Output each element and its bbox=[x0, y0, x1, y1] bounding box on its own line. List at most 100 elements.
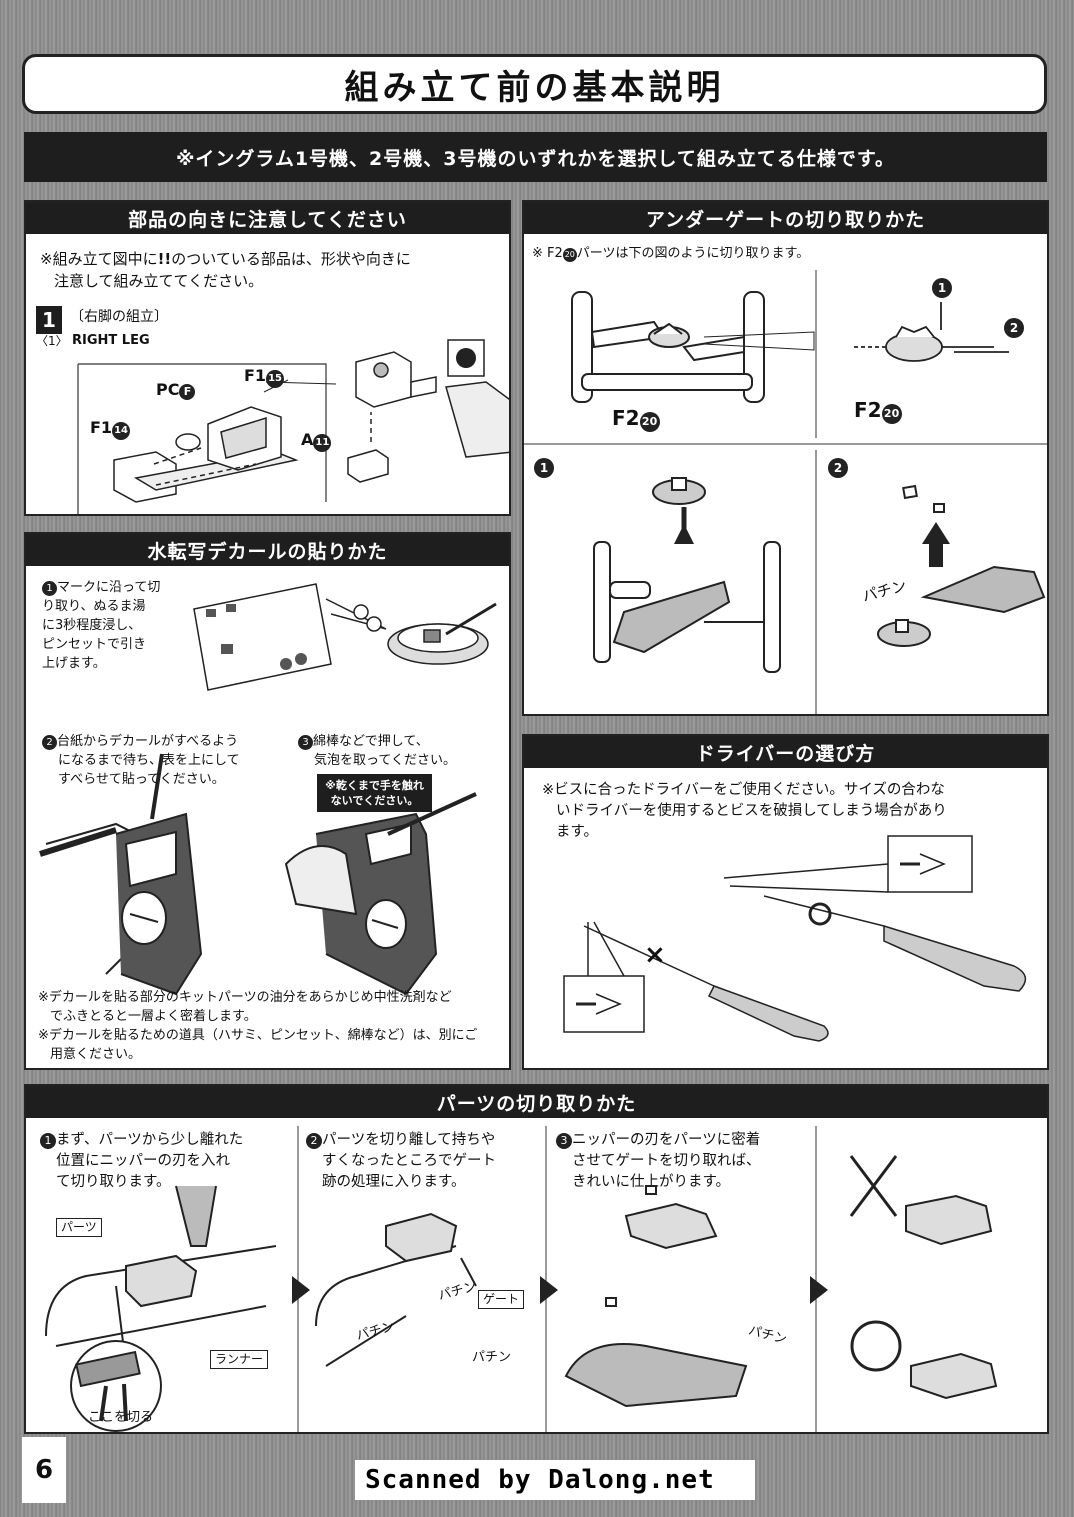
undergate-note-suffix: パーツは下の図のように切り取ります。 bbox=[576, 246, 810, 261]
cutting-step2-line: すくなったところでゲート bbox=[322, 1153, 496, 1169]
a11-mark: 11 bbox=[313, 434, 332, 452]
decal-note2-line: ※デカールを貼るための道具（ハサミ、ピンセット、綿棒など）は、別にご bbox=[38, 1028, 478, 1043]
decal-warning-box: ※乾くまで手を触れ ないでください。 bbox=[317, 774, 432, 812]
cutting-step3-line: させてゲートを切り取れば、 bbox=[572, 1153, 761, 1169]
orientation-panel: 部品の向きに注意してください ※組み立て図中に!!のついている部品は、形状や向き… bbox=[24, 200, 511, 516]
cutting-step2-num: 2 bbox=[306, 1133, 322, 1149]
right-leg-diagram bbox=[77, 339, 509, 514]
cutting-step3-num: 3 bbox=[556, 1133, 572, 1149]
undergate-step-2: 2 bbox=[828, 458, 848, 478]
scan-credit: Scanned by Dalong.net bbox=[365, 1465, 715, 1495]
decal-step3-line: 気泡を取ってください。 bbox=[314, 753, 456, 768]
f114-mark: 14 bbox=[112, 422, 131, 440]
step-sub-number: 〈1〉 bbox=[36, 334, 68, 348]
decal-step2-line: すべらせて貼ってください。 bbox=[58, 772, 225, 787]
decal-step1-line: り取り、ぬるま湯 bbox=[42, 599, 146, 614]
undergate-diagram bbox=[524, 270, 1047, 714]
step-title: 〔右脚の組立〕 bbox=[70, 309, 168, 325]
step-subtitle: RIGHT LEG bbox=[72, 333, 150, 348]
decal-step1-line: に3秒程度浸し、 bbox=[42, 618, 142, 633]
driver-header: ドライバーの選び方 bbox=[524, 736, 1047, 768]
cutting-step2-line: パーツを切り離して持ちや bbox=[322, 1132, 496, 1148]
cutting-step3-line: きれいに仕上がります。 bbox=[572, 1174, 731, 1190]
decal-step1-num: 1 bbox=[42, 581, 57, 596]
credit-background bbox=[355, 1460, 755, 1500]
undergate-callout-2: 2 bbox=[1004, 318, 1024, 338]
next-arrow-icon bbox=[810, 1276, 828, 1304]
decal-step1-line: ピンセットで引き bbox=[42, 637, 147, 652]
driver-note-line: いドライバーを使用するとビスを破損してしまう場合があり bbox=[556, 803, 947, 819]
caution-mark-icon: !! bbox=[157, 250, 172, 268]
label-parts: パーツ bbox=[56, 1218, 102, 1237]
decal-warning-line: ないでください。 bbox=[330, 794, 419, 807]
undergate-callout-1: 1 bbox=[932, 278, 952, 298]
decal-step3-num: 3 bbox=[298, 735, 313, 750]
undergate-note-prefix: ※ F2 bbox=[532, 246, 563, 261]
next-arrow-icon bbox=[292, 1276, 310, 1304]
driver-note-line: ※ビスに合ったドライバーをご使用ください。サイズの合わな bbox=[542, 782, 945, 798]
decal-warning-line: ※乾くまで手を触れ bbox=[325, 779, 424, 792]
decal-diagram bbox=[39, 583, 497, 996]
next-arrow-icon bbox=[540, 1276, 558, 1304]
decal-note1-line: でふきとると一層よく密着します。 bbox=[50, 1009, 257, 1024]
page-number: 6 bbox=[22, 1437, 66, 1503]
cutting-step2-line: 跡の処理に入ります。 bbox=[322, 1174, 466, 1190]
undergate-note-mark: 20 bbox=[562, 248, 577, 262]
decal-sheet-marks bbox=[206, 604, 307, 670]
spec-note-bar: ※イングラム1号機、2号機、3号機のいずれかを選択して組み立てる仕様です。 bbox=[24, 132, 1047, 182]
ng-cross-icon: × bbox=[644, 940, 666, 970]
orientation-note-part1: ※組み立て図中に bbox=[40, 250, 158, 268]
decal-step2-line: 台紙からデカールがすべるよう bbox=[57, 734, 239, 749]
driver-panel: ドライバーの選び方 ※ビスに合ったドライバーをご使用ください。サイズの合わな い… bbox=[522, 734, 1049, 1070]
title-banner: 組み立て前の基本説明 bbox=[22, 54, 1047, 114]
driver-diagram bbox=[563, 835, 1027, 1042]
decal-step2-line: になるまで待ち、表を上にして bbox=[58, 753, 240, 768]
orientation-header: 部品の向きに注意してください bbox=[26, 202, 509, 234]
decal-notes: ※デカールを貼る部分のキットパーツの油分をあらかじめ中性洗剤など でふきとると一… bbox=[38, 988, 508, 1064]
label-gate: ゲート bbox=[478, 1290, 525, 1309]
label-runner: ランナー bbox=[210, 1350, 269, 1369]
f115-mark: 15 bbox=[266, 370, 285, 388]
page-title: 組み立て前の基本説明 bbox=[344, 67, 725, 108]
orientation-note-part2: のついている部品は、形状や向きに bbox=[171, 250, 411, 268]
pcf-mark: F bbox=[179, 384, 196, 400]
decal-header: 水転写デカールの貼りかた bbox=[26, 534, 509, 566]
spec-note: ※イングラム1号機、2号機、3号機のいずれかを選択して組み立てる仕様です。 bbox=[175, 147, 896, 170]
cutting-snap-sound: パチン bbox=[472, 1350, 512, 1365]
cutting-step1-num: 1 bbox=[40, 1133, 56, 1149]
driver-note: ※ビスに合ったドライバーをご使用ください。サイズの合わな いドライバーを使用する… bbox=[542, 780, 947, 843]
decal-step3-line: 綿棒などで押して、 bbox=[313, 734, 429, 749]
cutting-step1-line: て切り取ります。 bbox=[56, 1174, 171, 1190]
decal-step1-line: マークに沿って切 bbox=[57, 580, 161, 595]
decal-step2-num: 2 bbox=[42, 735, 57, 750]
driver-note-line: ます。 bbox=[556, 824, 599, 840]
step-number-box: 1 bbox=[36, 306, 62, 334]
decal-note2-line: 用意ください。 bbox=[50, 1047, 142, 1062]
ok-circle-icon bbox=[808, 902, 832, 926]
cutting-diagram bbox=[45, 1126, 998, 1432]
cutting-step3-line: ニッパーの刃をパーツに密着 bbox=[572, 1132, 761, 1148]
orientation-note-line2: 注意して組み立ててください。 bbox=[54, 272, 264, 290]
label-cut-here: ここを切る bbox=[88, 1410, 154, 1425]
decal-step1-line: 上げます。 bbox=[42, 656, 106, 671]
undergate-header: アンダーゲートの切り取りかた bbox=[524, 202, 1047, 234]
decal-note1-line: ※デカールを貼る部分のキットパーツの油分をあらかじめ中性洗剤など bbox=[38, 990, 452, 1005]
cutting-step1-line: まず、パーツから少し離れた bbox=[56, 1132, 244, 1148]
undergate-step-1: 1 bbox=[534, 458, 554, 478]
